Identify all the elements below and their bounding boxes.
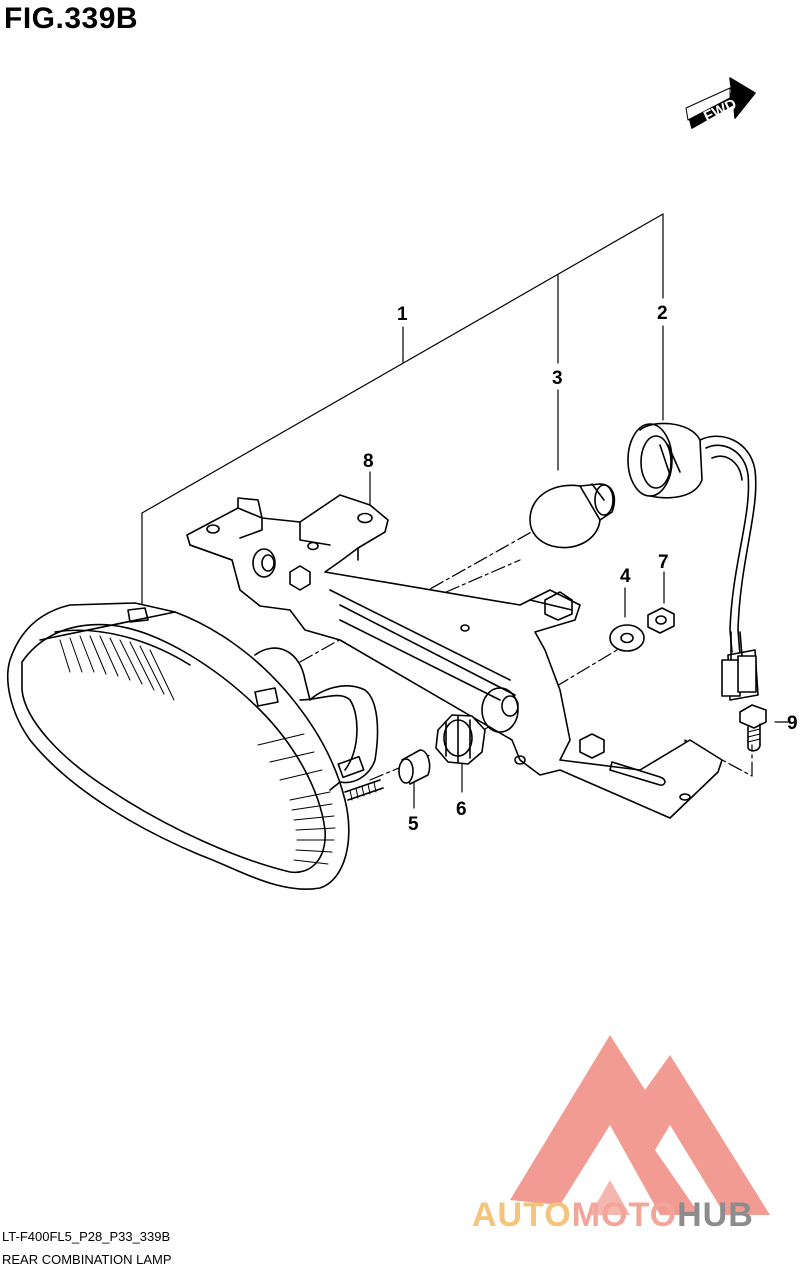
callout-7: 7 <box>658 552 669 573</box>
bolt <box>739 704 767 752</box>
callout-1: 1 <box>397 304 408 325</box>
fwd-arrow-icon: FWD <box>685 77 756 129</box>
callout-2: 2 <box>657 303 668 324</box>
callout-4: 4 <box>620 566 631 587</box>
automotohub-logo-icon <box>510 1035 770 1215</box>
rear-combination-lamp <box>7 602 384 890</box>
grommet-nut <box>435 714 486 765</box>
figure-code: LT-F400FL5_P28_P33_339B <box>2 1229 171 1244</box>
nut <box>647 607 675 634</box>
collar <box>398 749 431 785</box>
callout-3: 3 <box>552 368 563 389</box>
watermark-auto: AUTO <box>472 1196 572 1234</box>
washer <box>609 624 645 652</box>
watermark-text: AUTOMOTOHUB <box>472 1196 754 1235</box>
figure-title: FIG.339B <box>4 2 139 35</box>
watermark-moto: MOTO <box>571 1196 678 1234</box>
lamp-bracket <box>186 494 723 819</box>
watermark-hub: HUB <box>677 1196 754 1234</box>
callout-9: 9 <box>787 713 798 734</box>
socket-harness <box>627 422 759 701</box>
callout-6: 6 <box>456 799 467 820</box>
callout-5: 5 <box>408 814 419 835</box>
callout-8: 8 <box>363 451 374 472</box>
bulb <box>529 483 616 549</box>
figure-name: REAR COMBINATION LAMP <box>2 1252 172 1267</box>
